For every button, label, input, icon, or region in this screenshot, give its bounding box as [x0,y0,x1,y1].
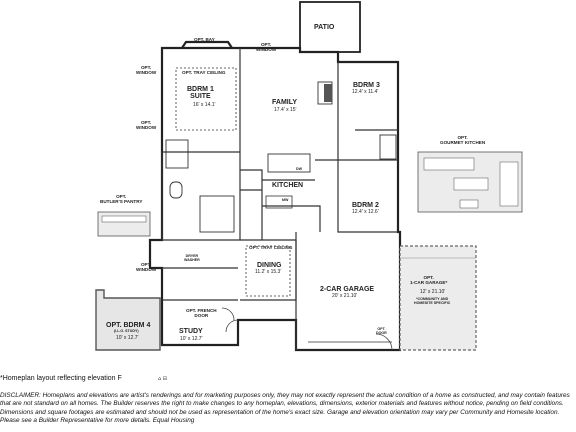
tray-ceiling-dining [245,245,291,297]
opt-window-top: OPT. WINDOW [256,42,277,52]
family-dim: 17.4' x 15' [274,107,297,113]
bdrm3-label: BDRM 3 [353,82,380,89]
garage2-label: 2-CAR GARAGE [320,286,375,293]
bdrm1-label: BDRM 1 SUITE [187,86,214,101]
opt-bdrm4-sub: (I.L.O. STUDY) [114,329,139,333]
study-label: STUDY [179,328,203,335]
tray-ceiling-bdrm1 [175,67,237,131]
opt-tray-ceiling-bdrm1: OPT. TRAY CEILING [182,70,226,75]
garage2-dim: 20' x 21.10' [332,293,358,299]
dining-label: DINING [257,262,282,269]
study-dim: 10' x 12.7' [180,336,203,342]
bdrm2-label: BDRM 2 [352,202,379,209]
patio-label: PATIO [314,24,335,31]
opt-bay-label: OPT. BAY [194,37,215,42]
opt-window-left-2: OPT. WINDOW [136,120,157,130]
opt-bdrm4-label: OPT. BDRM 4 [106,322,151,329]
butlers-pantry-inset [97,211,151,237]
fixture-laundry: DRYER WASHER [184,254,200,262]
fixture-mw: MW [282,198,289,202]
opt-window-left-3: OPT. WINDOW [136,262,157,272]
opt-garage1-label: OPT. 1-CAR GARAGE* [410,275,448,285]
family-label: FAMILY [272,99,298,106]
opt-tray-ceiling-dining: OPT. TRAY CEILING [249,245,293,250]
opt-garage1-dim: 12' x 21.10' [420,289,446,295]
bdrm1-dim: 16' x 14.1' [193,102,216,108]
bay-outline [181,40,233,49]
equal-housing-icon: ⌂ ⊟ [158,376,167,382]
fireplace [324,84,332,102]
bdrm3-dim: 12.4' x 11.4' [352,89,379,95]
opt-door-garage: OPT. DOOR [376,327,387,335]
opt-window-left-1: OPT. WINDOW [136,65,157,75]
opt-bdrm4-dim: 10' x 12.7' [116,335,139,341]
disclaimer-text: DISCLAIMER: Homeplans and elevations are… [0,392,570,425]
kitchen-island [267,153,311,173]
opt-garage1-note: *COMMUNITY AND HOMESITE SPECIFIC [414,297,451,305]
opt-butlers-pantry-label: OPT. BUTLER'S PANTRY [100,194,143,204]
plan-caption: *Homeplan layout reflecting elevation F [0,375,122,382]
fixture-dw: DW [296,167,302,171]
opt-french-door: OPT. FRENCH DOOR [186,308,217,318]
bdrm2-dim: 12.4' x 12.6' [352,209,379,215]
opt-garage-outline [399,245,477,351]
gourmet-kitchen-inset [417,151,523,213]
opt-gourmet-kitchen-label: OPT. GOURMET KITCHEN [440,135,486,145]
dining-dim: 11.2' x 15.3' [255,269,282,275]
opt-bdrm4-outline [95,289,161,351]
kitchen-label: KITCHEN [272,182,304,189]
